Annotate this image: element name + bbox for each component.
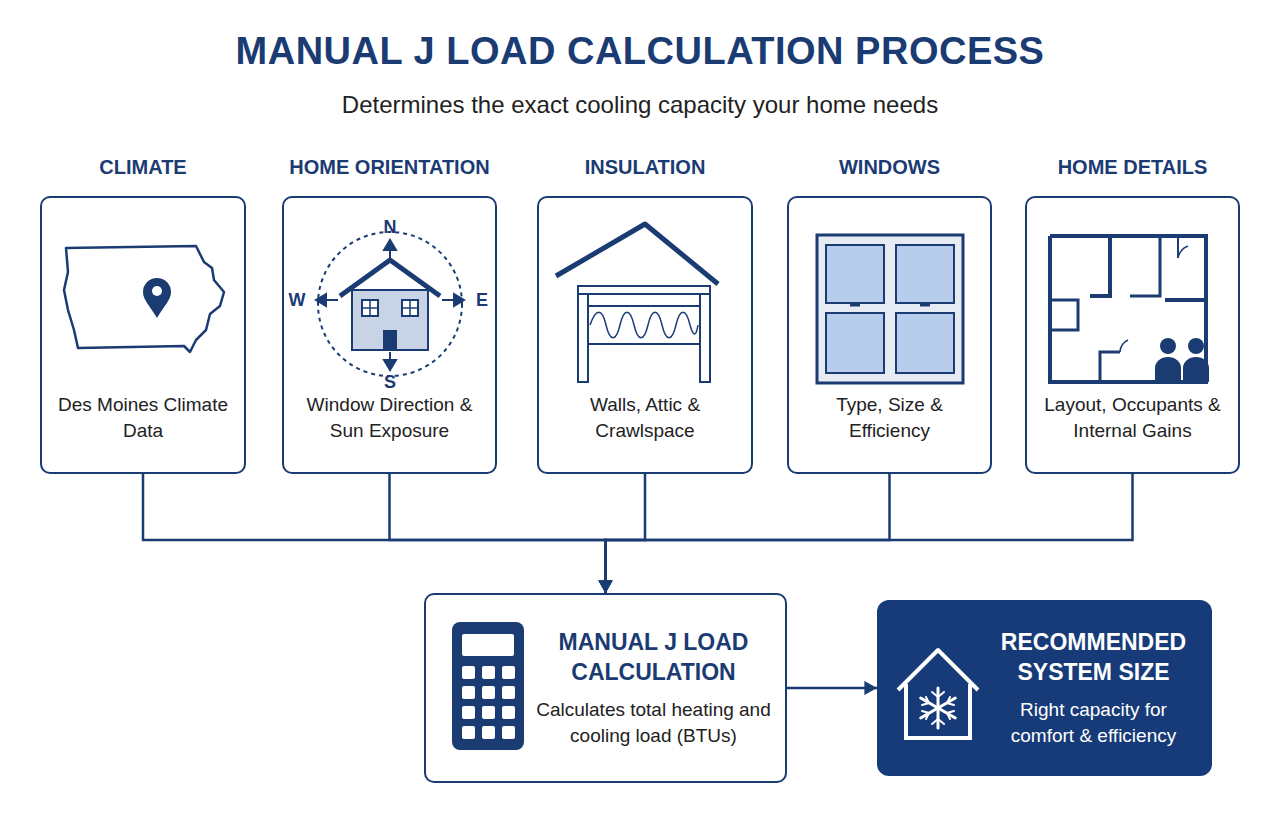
map-pin (143, 278, 171, 318)
window-icon (817, 235, 963, 383)
input-box: CLIMATEDes Moines Climate Data (40, 196, 246, 474)
box-text: Des Moines Climate Data (52, 392, 234, 444)
connector (390, 474, 613, 593)
box-heading: INSULATION (519, 156, 771, 179)
box-text: Type, Size & Efficiency (799, 392, 980, 444)
connector (599, 474, 1133, 593)
box-heading: HOME DETAILS (1007, 156, 1258, 179)
compass-letter: N (384, 217, 397, 238)
calculator-icon (452, 622, 524, 750)
box-heading: RECOMMENDED SYSTEM SIZE (987, 627, 1200, 687)
compass-letter: W (289, 290, 306, 311)
diagram-title: MANUAL J LOAD CALCULATION PROCESS (0, 30, 1280, 73)
result-box: RECOMMENDED SYSTEM SIZE Right capacity fo… (877, 600, 1212, 776)
input-box: INSULATIONWalls, Attic & Crawlspace (537, 196, 753, 474)
box-heading: WINDOWS (769, 156, 1010, 179)
house-icon (340, 260, 440, 350)
box-text: Layout, Occupants & Internal Gains (1037, 392, 1228, 444)
compass-arrows (316, 240, 464, 370)
subtitle: Determines the exact cooling capacity yo… (0, 91, 1280, 119)
state-map (64, 246, 224, 352)
floor-plan-icon (1050, 236, 1206, 382)
snowflake-house-icon (898, 650, 978, 738)
box-text: Walls, Attic & Crawlspace (549, 392, 741, 444)
input-box: HOME ORIENTATIONWindow Direction & Sun E… (282, 196, 497, 474)
input-box: WINDOWSType, Size & Efficiency (787, 196, 992, 474)
insulation-icon (556, 224, 718, 382)
compass-ring (318, 232, 462, 376)
box-text: Window Direction & Sun Exposure (294, 392, 485, 444)
connector (143, 474, 613, 593)
compass-letter: S (384, 372, 396, 393)
box-text: Calculates total heating and cooling loa… (536, 697, 771, 749)
box-heading: HOME ORIENTATION (264, 156, 515, 179)
box-text: Right capacity for comfort & efficiency (987, 697, 1200, 749)
input-box: HOME DETAILSLayout, Occupants & Internal… (1025, 196, 1240, 474)
box-heading: CLIMATE (22, 156, 264, 179)
connector (787, 681, 877, 695)
result-fill (877, 600, 1212, 776)
box-heading: MANUAL J LOAD CALCULATION (536, 627, 771, 687)
calculation-box: MANUAL J LOAD CALCULATION Calculates tota… (424, 593, 787, 783)
compass-letter: E (476, 290, 488, 311)
connector (599, 474, 890, 593)
people-icon (1155, 338, 1209, 382)
